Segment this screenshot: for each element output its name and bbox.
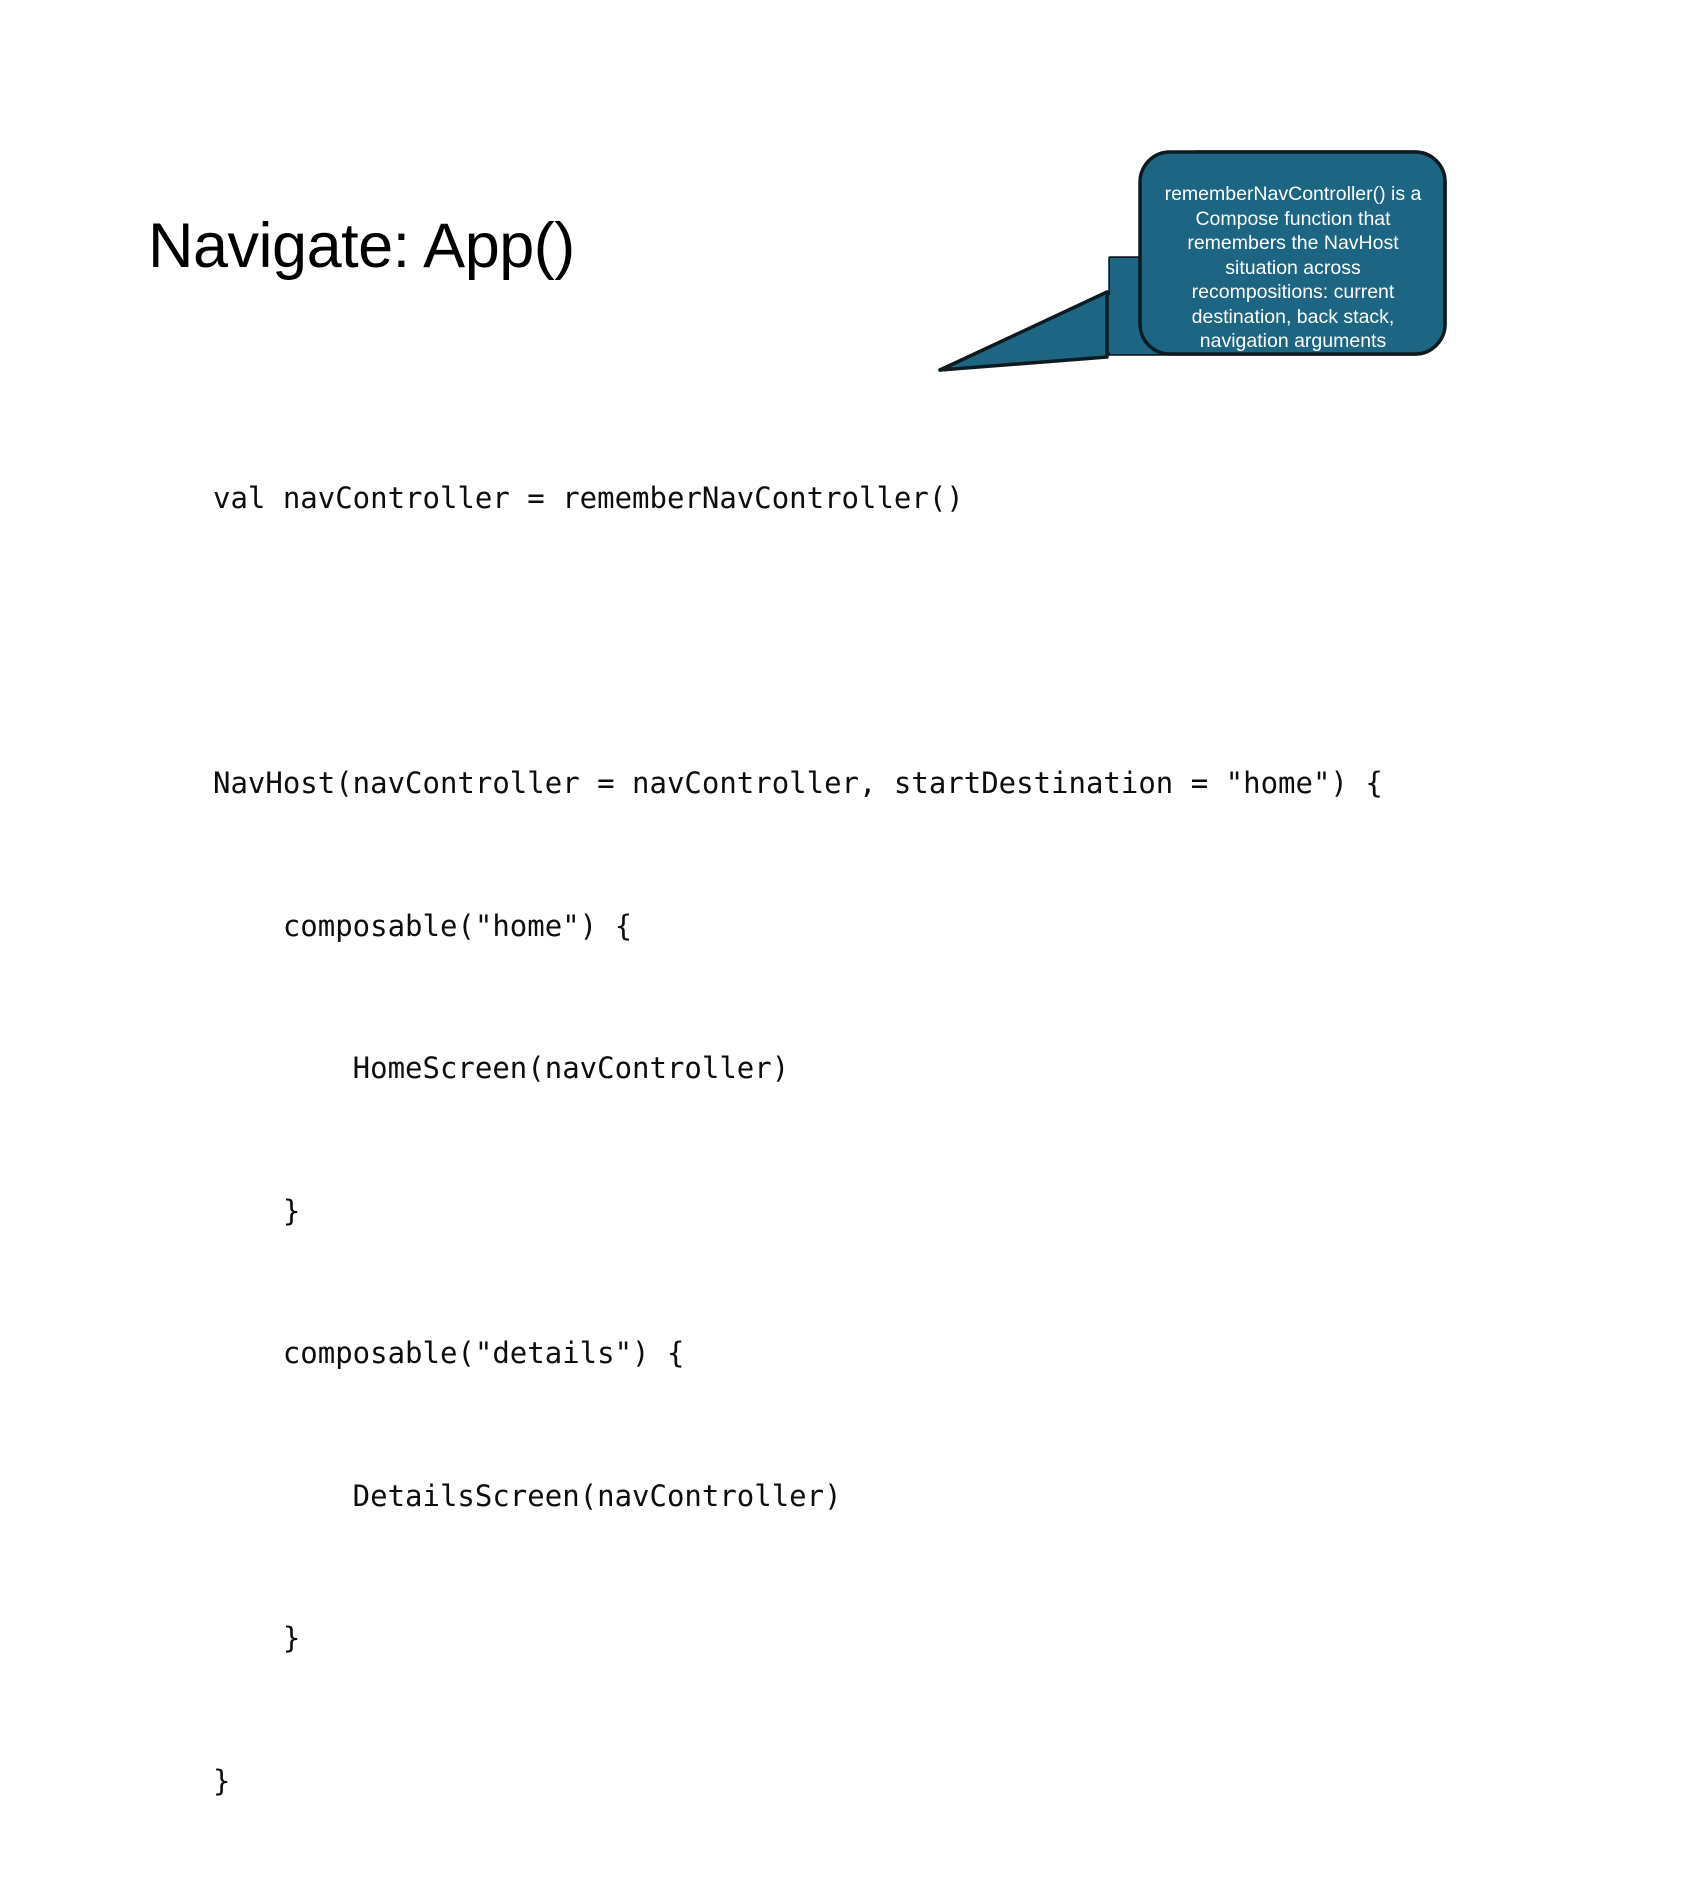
code-line: } (213, 1621, 301, 1655)
code-block: val navController = rememberNavControlle… (213, 380, 1383, 1900)
code-line: DetailsScreen(navController) (213, 1478, 842, 1513)
code-line: } (213, 1763, 231, 1798)
code-line: NavHost(navController = navController, s… (213, 766, 1383, 800)
code-line: val navController = rememberNavControlle… (213, 481, 964, 515)
code-line: composable("details") { (213, 1336, 685, 1370)
code-line (213, 618, 1383, 666)
callout-text: rememberNavController() is a Compose fun… (1164, 183, 1422, 352)
code-line: composable("home") { (213, 908, 633, 943)
slide-canvas: Navigate: App() val navController = reme… (148, 150, 1447, 1798)
page-title: Navigate: App() (148, 211, 575, 281)
code-line: HomeScreen(navController) (213, 1051, 790, 1085)
callout-bubble: rememberNavController() is a Compose fun… (938, 150, 1447, 384)
code-line: } (213, 1193, 301, 1228)
callout-shape-icon (938, 150, 1447, 372)
